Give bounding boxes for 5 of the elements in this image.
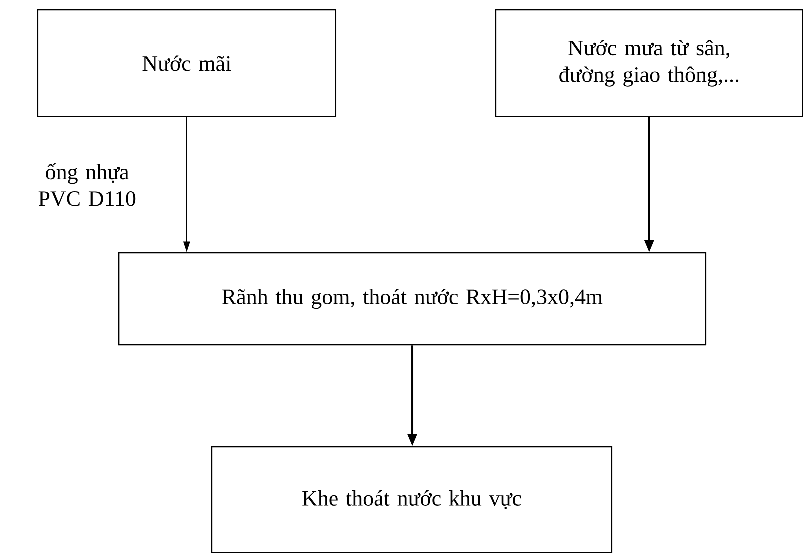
process-box: Rãnh thu gom, thoát nước RxH=0,3x0,4m: [118, 252, 707, 346]
process-box: Khe thoát nước khu vực: [211, 446, 613, 554]
process-box: Nước mãi: [37, 9, 337, 118]
process-box: Nước mưa từ sân, đường giao thông,...: [495, 9, 804, 118]
edge-label: ống nhựa PVC D110: [38, 164, 136, 206]
